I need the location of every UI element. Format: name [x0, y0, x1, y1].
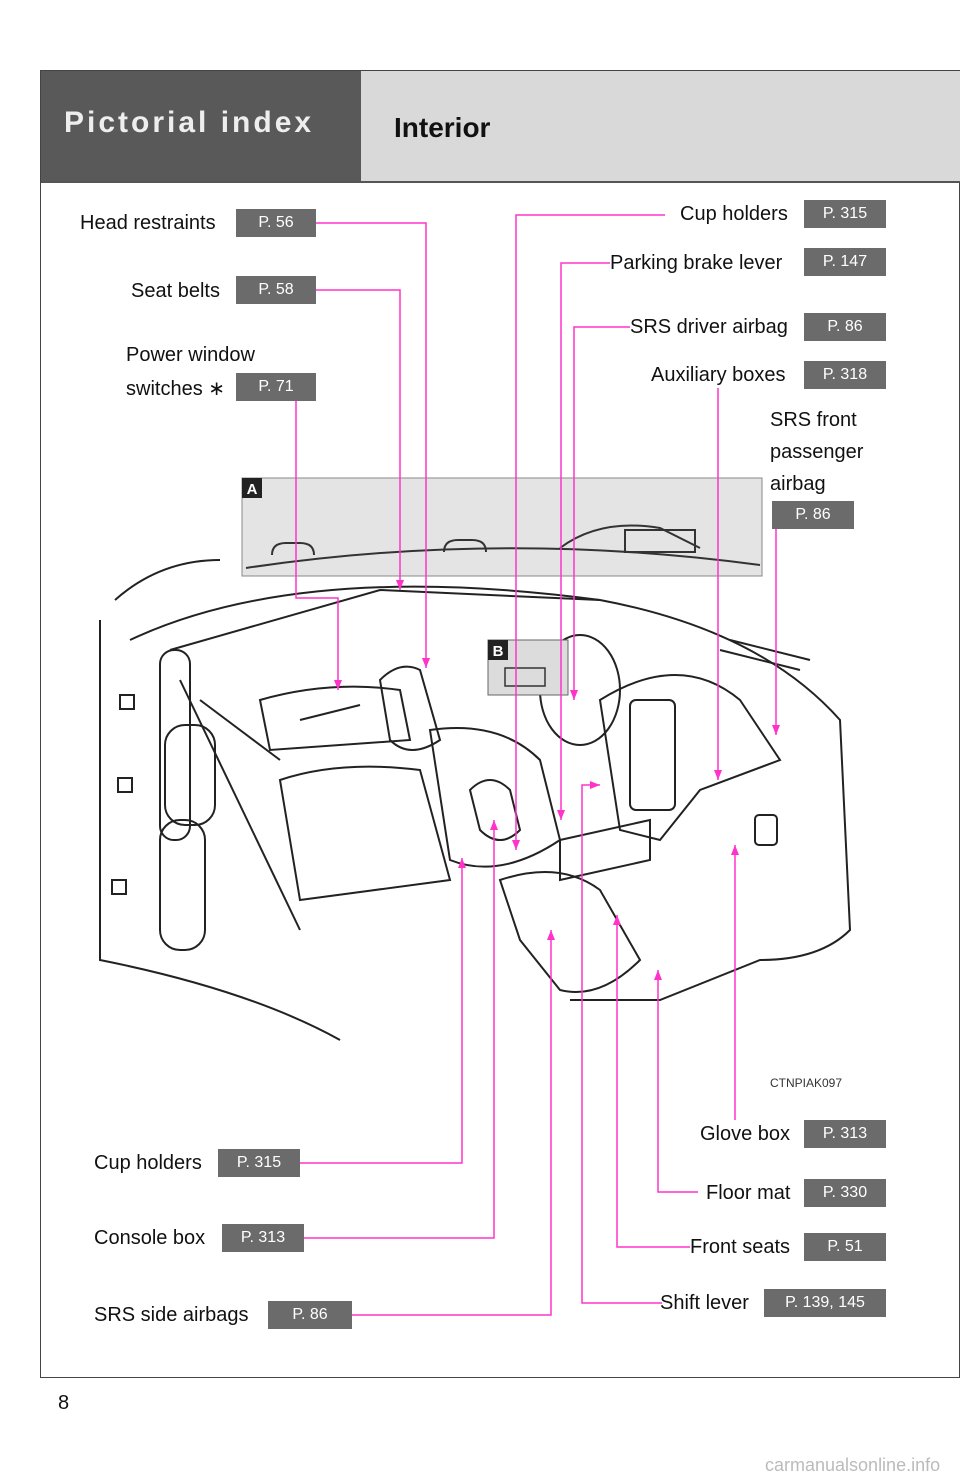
watermark: carmanualsonline.info: [765, 1455, 941, 1475]
power-window-page[interactable]: P. 71: [236, 373, 316, 401]
cup-holders-bottom-page[interactable]: P. 315: [218, 1149, 300, 1177]
floor-mat-label: Floor mat: [706, 1182, 791, 1204]
srs-front-label-line3: airbag: [770, 473, 826, 495]
car-interior-outline: [99, 559, 852, 1041]
header-dark-tab: [41, 71, 361, 182]
glove-box-page[interactable]: P. 313: [804, 1120, 886, 1148]
section-subtitle: Interior: [394, 112, 491, 143]
header-divider: [41, 181, 960, 183]
shift-lever-page[interactable]: P. 139, 145: [764, 1289, 886, 1317]
parking-brake-page[interactable]: P. 147: [804, 248, 886, 276]
srs-side-airbags-page[interactable]: P. 86: [268, 1301, 352, 1329]
inset-b: B: [487, 639, 569, 696]
leader-lines: [295, 214, 777, 1316]
glove-box-label: Glove box: [700, 1123, 791, 1145]
inset-a-label: A: [247, 481, 258, 498]
parking-brake-label: Parking brake lever: [610, 252, 783, 274]
power-window-label-line1: Power window: [126, 344, 255, 366]
inset-b-label: B: [493, 643, 504, 660]
auxiliary-boxes-page[interactable]: P. 318: [804, 361, 886, 389]
floor-mat-page[interactable]: P. 330: [804, 1179, 886, 1207]
srs-driver-airbag-page[interactable]: P. 86: [804, 313, 886, 341]
power-window-label-line2: switches ∗: [126, 378, 226, 400]
seat-belts-label: Seat belts: [131, 280, 220, 302]
leader-arrowheads: [334, 580, 780, 980]
header-light-bar: [361, 71, 960, 182]
cup-holders-bottom-label: Cup holders: [94, 1152, 202, 1174]
seat-belts-page[interactable]: P. 58: [236, 276, 316, 304]
srs-front-page[interactable]: P. 86: [772, 501, 854, 529]
srs-driver-airbag-label: SRS driver airbag: [630, 316, 788, 338]
cup-holders-top-label: Cup holders: [680, 203, 788, 225]
srs-side-airbags-label: SRS side airbags: [94, 1304, 249, 1326]
front-seats-label: Front seats: [690, 1236, 791, 1258]
console-box-page[interactable]: P. 313: [222, 1224, 304, 1252]
srs-front-label-line1: SRS front: [770, 409, 857, 431]
head-restraints-page[interactable]: P. 56: [236, 209, 316, 237]
auxiliary-boxes-label: Auxiliary boxes: [651, 364, 786, 386]
inset-a: A: [241, 477, 763, 577]
cup-holders-top-page[interactable]: P. 315: [804, 200, 886, 228]
head-restraints-label: Head restraints: [80, 212, 216, 234]
page-number: 8: [58, 1392, 70, 1414]
image-code: CTNPIAK097: [770, 1076, 842, 1090]
front-seats-page[interactable]: P. 51: [804, 1233, 886, 1261]
section-title: Pictorial index: [64, 106, 315, 139]
srs-front-label-line2: passenger: [770, 441, 864, 463]
console-box-label: Console box: [94, 1227, 206, 1249]
shift-lever-label: Shift lever: [660, 1292, 749, 1314]
